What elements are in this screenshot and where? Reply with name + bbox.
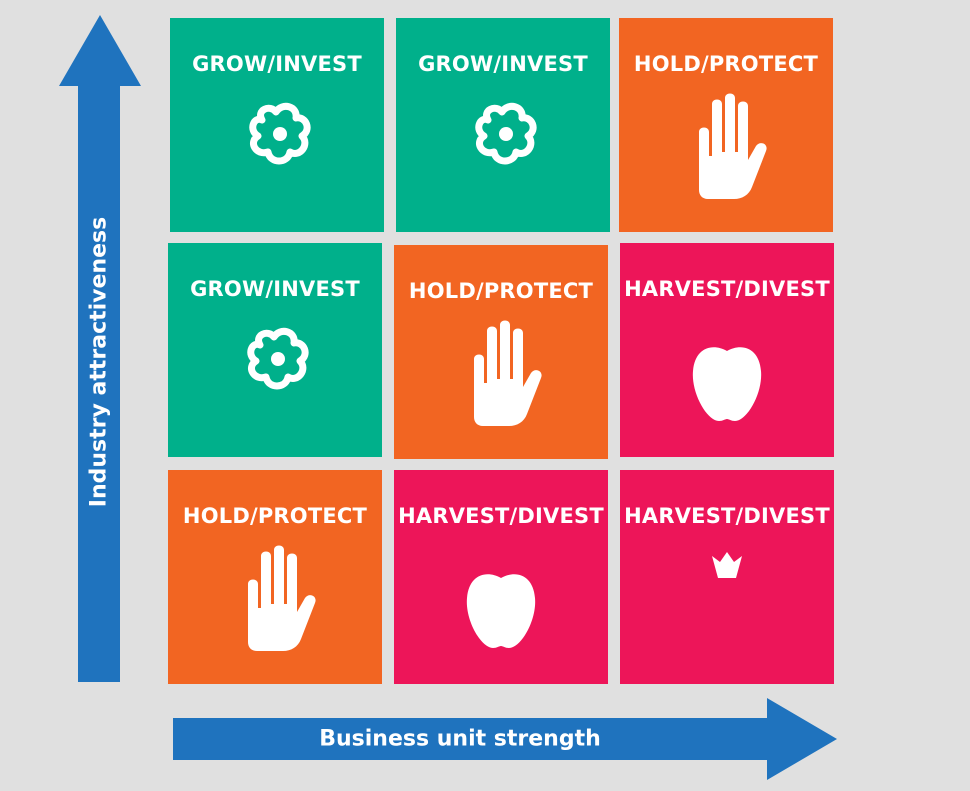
matrix-cell-grow: GROW/INVEST — [396, 18, 610, 232]
hand-stop-icon — [248, 545, 316, 651]
matrix-cell-hold: HOLD/PROTECT — [168, 470, 382, 684]
cell-label: HOLD/PROTECT — [633, 52, 819, 76]
flower-bouquet-icon — [475, 102, 537, 165]
flower-bouquet-icon — [249, 102, 311, 165]
y-axis-arrow — [59, 15, 141, 682]
hand-stop-icon — [699, 93, 767, 199]
apple-icon — [692, 347, 762, 421]
matrix-cell-grow: GROW/INVEST — [168, 243, 382, 457]
x-axis-label: Business unit strength — [319, 726, 601, 752]
cell-label: GROW/INVEST — [190, 277, 360, 301]
matrix-cell-grow: GROW/INVEST — [170, 18, 384, 232]
cell-label: HARVEST/DIVEST — [398, 504, 604, 528]
matrix-cell-hold: HOLD/PROTECT — [619, 18, 833, 232]
matrix-cell-harvest: HARVEST/DIVEST $ — [620, 470, 834, 684]
cell-label: HOLD/PROTECT — [182, 504, 368, 528]
cell-label: HARVEST/DIVEST — [624, 504, 830, 528]
matrix-cell-hold: HOLD/PROTECT — [394, 245, 608, 459]
hand-stop-icon — [474, 320, 542, 426]
x-axis-arrow — [173, 698, 837, 780]
money-bag-icon: $ — [712, 552, 742, 578]
matrix-cell-harvest: HARVEST/DIVEST — [394, 470, 608, 684]
matrix-cell-harvest: HARVEST/DIVEST — [620, 243, 834, 457]
cell-label: GROW/INVEST — [192, 52, 362, 76]
flower-bouquet-icon — [247, 327, 309, 390]
cell-label: HARVEST/DIVEST — [624, 277, 830, 301]
cell-label: GROW/INVEST — [418, 52, 588, 76]
apple-icon — [466, 574, 536, 648]
cell-label: HOLD/PROTECT — [408, 279, 594, 303]
y-axis-label: Industry attractiveness — [86, 216, 112, 508]
